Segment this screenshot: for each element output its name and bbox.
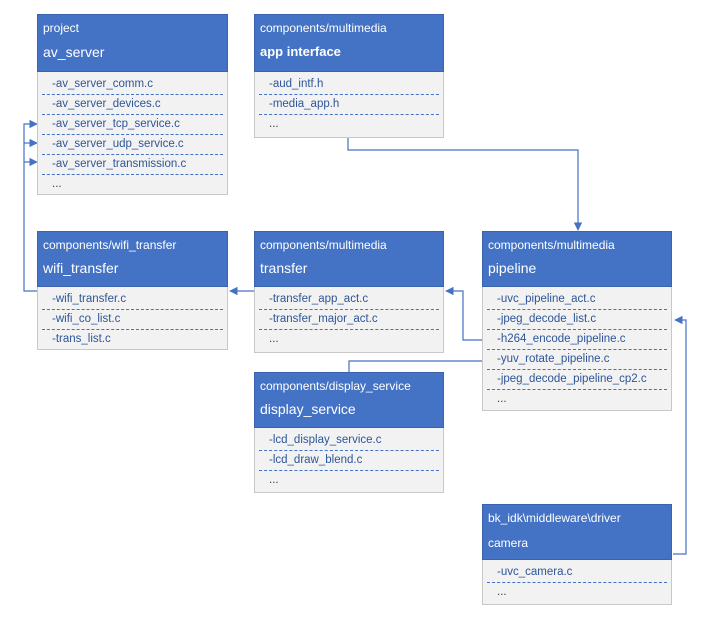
file-item: ... <box>497 393 507 405</box>
arrow-app-to-pipeline <box>347 138 583 231</box>
file-item: -av_server_tcp_service.c <box>42 115 223 135</box>
node-header: components/wifi_transfer wifi_transfer <box>37 231 228 287</box>
file-item: ... <box>497 586 507 598</box>
node-app-interface: components/multimedia app interface -aud… <box>254 14 444 138</box>
node-title: display_service <box>260 401 356 417</box>
node-display-service: components/display_service display_servi… <box>254 372 444 493</box>
file-item: -h264_encode_pipeline.c <box>487 330 667 350</box>
node-header: components/multimedia transfer <box>254 231 444 287</box>
file-item: -media_app.h <box>259 95 439 115</box>
node-package: components/multimedia <box>260 238 387 252</box>
file-item: -wifi_transfer.c <box>42 290 223 310</box>
node-title: camera <box>488 536 529 550</box>
node-av-server: project av_server -av_server_comm.c -av_… <box>37 14 228 195</box>
node-wifi-transfer: components/wifi_transfer wifi_transfer -… <box>37 231 228 350</box>
node-header: bk_idk\middleware\driver camera <box>482 504 672 560</box>
node-title: transfer <box>260 260 308 276</box>
file-item: ... <box>52 178 62 190</box>
node-title: app interface <box>260 44 341 59</box>
node-package: components/wifi_transfer <box>43 238 177 252</box>
node-file-list: -uvc_pipeline_act.c -jpeg_decode_list.c … <box>482 287 672 411</box>
node-package: project <box>43 21 80 35</box>
file-item: -uvc_pipeline_act.c <box>487 290 667 310</box>
node-package: components/multimedia <box>260 21 387 35</box>
file-item: ... <box>269 333 279 345</box>
file-item: -av_server_devices.c <box>42 95 223 115</box>
node-package: components/multimedia <box>488 238 615 252</box>
file-item: -av_server_udp_service.c <box>42 135 223 155</box>
file-item: -lcd_display_service.c <box>259 431 439 451</box>
node-header: components/multimedia app interface <box>254 14 444 72</box>
node-title: av_server <box>43 44 105 60</box>
file-item: -lcd_draw_blend.c <box>259 451 439 471</box>
file-item: -transfer_app_act.c <box>259 290 439 310</box>
file-item: ... <box>269 474 279 486</box>
line-pipeline-to-display <box>348 360 492 372</box>
node-package: bk_idk\middleware\driver <box>488 511 621 525</box>
file-item: -jpeg_decode_pipeline_cp2.c <box>487 370 667 390</box>
node-pipeline: components/multimedia pipeline -uvc_pipe… <box>482 231 672 411</box>
file-item: -wifi_co_list.c <box>42 310 223 330</box>
node-title: pipeline <box>488 260 537 276</box>
node-file-list: -lcd_display_service.c -lcd_draw_blend.c… <box>254 428 444 493</box>
node-header: components/display_service display_servi… <box>254 372 444 428</box>
node-file-list: -aud_intf.h -media_app.h ... <box>254 72 444 138</box>
file-item: -jpeg_decode_list.c <box>487 310 667 330</box>
node-file-list: -av_server_comm.c -av_server_devices.c -… <box>37 72 228 195</box>
node-file-list: -wifi_transfer.c -wifi_co_list.c -trans_… <box>37 287 228 350</box>
node-header: project av_server <box>37 14 228 72</box>
node-camera: bk_idk\middleware\driver camera -uvc_cam… <box>482 504 672 605</box>
node-file-list: -transfer_app_act.c -transfer_major_act.… <box>254 287 444 353</box>
file-item: -transfer_major_act.c <box>259 310 439 330</box>
file-item: -yuv_rotate_pipeline.c <box>487 350 667 370</box>
arrow-wifi-to-av-tcp <box>23 119 38 292</box>
file-item: ... <box>269 118 279 130</box>
node-header: components/multimedia pipeline <box>482 231 672 287</box>
file-item: -av_server_comm.c <box>42 75 223 95</box>
node-transfer: components/multimedia transfer -transfer… <box>254 231 444 353</box>
node-file-list: -uvc_camera.c ... <box>482 560 672 605</box>
arrow-camera-to-pipeline <box>673 315 687 555</box>
file-item: -aud_intf.h <box>259 75 439 95</box>
file-item: -trans_list.c <box>52 333 111 345</box>
node-title: wifi_transfer <box>43 260 119 276</box>
node-package: components/display_service <box>260 379 411 393</box>
file-item: -av_server_transmission.c <box>42 155 223 175</box>
file-item: -uvc_camera.c <box>487 563 667 583</box>
